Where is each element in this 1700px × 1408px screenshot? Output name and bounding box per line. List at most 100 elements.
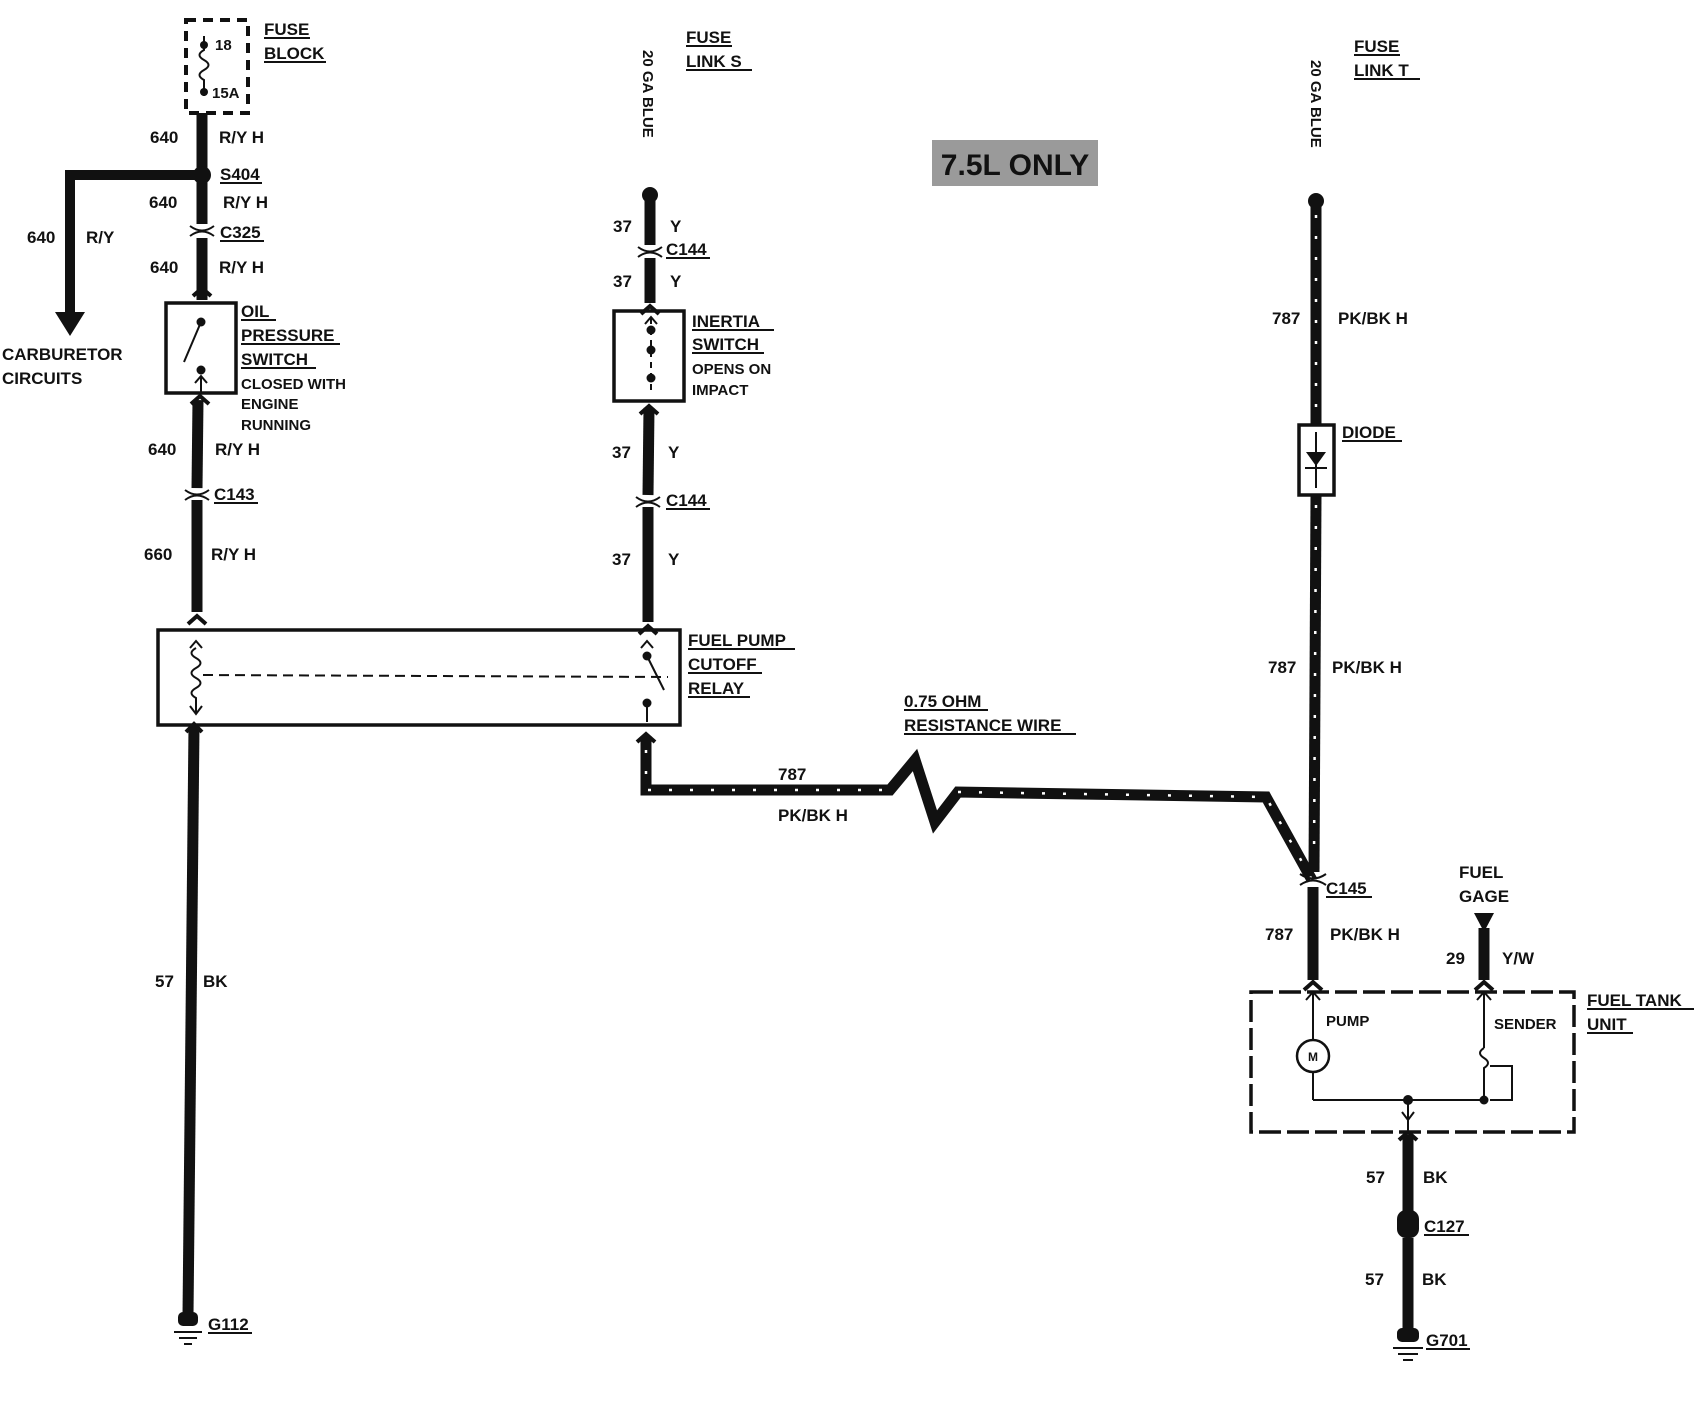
- engine-badge: 7.5L ONLY: [932, 140, 1098, 186]
- wire-57-r2-color: BK: [1422, 1270, 1447, 1289]
- fuse-link-s-gauge: 20 GA BLUE: [639, 50, 656, 138]
- wire-640-d-color: R/Y H: [215, 440, 260, 459]
- wire-37-c-color: Y: [668, 443, 680, 462]
- svg-text:C144: C144: [666, 240, 707, 259]
- svg-text:C145: C145: [1326, 879, 1367, 898]
- arrow-down-icon: [55, 312, 85, 336]
- svg-text:UNIT: UNIT: [1587, 1015, 1627, 1034]
- wire-37-c-circuit: 37: [612, 443, 631, 462]
- svg-text:FUEL PUMP: FUEL PUMP: [688, 631, 786, 650]
- svg-text:C143: C143: [214, 485, 255, 504]
- svg-text:OPENS ON: OPENS ON: [692, 361, 771, 378]
- svg-text:PRESSURE: PRESSURE: [241, 326, 335, 345]
- svg-text:C144: C144: [666, 491, 707, 510]
- svg-text:LINK S: LINK S: [686, 52, 742, 71]
- connector-c144-top: C144: [637, 240, 710, 259]
- wire-57-left: [182, 725, 200, 1316]
- wire-57-r1-circuit: 57: [1366, 1168, 1385, 1187]
- fuse-link-t: FUSE LINK T 20 GA BLUE: [1307, 37, 1420, 148]
- svg-text:M: M: [1308, 1050, 1318, 1064]
- wire-57-left-color: BK: [203, 972, 228, 991]
- fuse-link-t-gauge: 20 GA BLUE: [1307, 60, 1324, 148]
- svg-text:SENDER: SENDER: [1494, 1016, 1557, 1033]
- svg-text:G112: G112: [208, 1315, 249, 1334]
- wire-660-circuit: 660: [144, 545, 172, 564]
- svg-text:RUNNING: RUNNING: [241, 417, 311, 434]
- wire-640-carb-branch: [65, 170, 202, 322]
- svg-text:SWITCH: SWITCH: [241, 350, 308, 369]
- fuel-gage: FUEL GAGE: [1459, 863, 1509, 992]
- svg-text:RELAY: RELAY: [688, 679, 745, 698]
- fuse-number: 18: [215, 37, 232, 54]
- svg-text:RESISTANCE WIRE: RESISTANCE WIRE: [904, 716, 1061, 735]
- fuel-tank-unit: M PUMP SENDER FUEL TANK UNIT: [1249, 990, 1694, 1134]
- svg-text:CARBURETOR: CARBURETOR: [2, 345, 123, 364]
- fuse-block-title-1: FUSE: [264, 20, 309, 39]
- fuse-block: 18 15A FUSE BLOCK: [184, 18, 326, 115]
- wire-787-c-color: PK/BK H: [1332, 658, 1402, 677]
- svg-text:CLOSED WITH: CLOSED WITH: [241, 376, 346, 393]
- svg-text:CUTOFF: CUTOFF: [688, 655, 757, 674]
- svg-text:C127: C127: [1424, 1217, 1465, 1236]
- fuse-link-s: FUSE LINK S 20 GA BLUE: [639, 28, 752, 138]
- svg-text:G701: G701: [1426, 1331, 1468, 1350]
- wire-787-b-color: PK/BK H: [1338, 309, 1408, 328]
- wire-57-left-circuit: 57: [155, 972, 174, 991]
- svg-text:7.5L ONLY: 7.5L ONLY: [941, 149, 1089, 182]
- wire-57-r2-circuit: 57: [1365, 1270, 1384, 1289]
- wire-37-b-color: Y: [670, 272, 682, 291]
- fuel-pump-cutoff-relay: FUEL PUMP CUTOFF RELAY: [156, 628, 795, 727]
- wire-640-a-circuit: 640: [150, 128, 178, 147]
- svg-text:SWITCH: SWITCH: [692, 335, 759, 354]
- wire-29-color: Y/W: [1502, 949, 1535, 968]
- splice-s404-label: S404: [220, 165, 260, 184]
- connector-c144-bottom: C144: [635, 491, 710, 510]
- wire-37-b-circuit: 37: [613, 272, 632, 291]
- svg-text:LINK T: LINK T: [1354, 61, 1409, 80]
- wire-640-b-color: R/Y H: [223, 193, 268, 212]
- fuse-rating: 15A: [212, 85, 240, 102]
- connector-c127: C127: [1397, 1210, 1469, 1238]
- wire-640-c-circuit: 640: [150, 258, 178, 277]
- wire-640-d-circuit: 640: [148, 440, 176, 459]
- svg-text:FUSE: FUSE: [1354, 37, 1399, 56]
- svg-text:ENGINE: ENGINE: [241, 396, 299, 413]
- wire-37-d-color: Y: [668, 550, 680, 569]
- wire-37-d-circuit: 37: [612, 550, 631, 569]
- wire-640-carb-circuit: 640: [27, 228, 55, 247]
- wire-29-circuit: 29: [1446, 949, 1465, 968]
- svg-text:IMPACT: IMPACT: [692, 382, 748, 399]
- svg-text:C325: C325: [220, 223, 261, 242]
- wire-37-a-color: Y: [670, 217, 682, 236]
- wire-787-a-circuit: 787: [778, 765, 806, 784]
- ground-g701: G701: [1393, 1328, 1470, 1361]
- wire-787-d-color: PK/BK H: [1330, 925, 1400, 944]
- wire-37-a-circuit: 37: [613, 217, 632, 236]
- svg-text:0.75 OHM: 0.75 OHM: [904, 692, 981, 711]
- inertia-switch: INERTIA SWITCH OPENS ON IMPACT: [612, 309, 774, 403]
- svg-text:CIRCUITS: CIRCUITS: [2, 369, 82, 388]
- wire-787-a-color: PK/BK H: [778, 806, 848, 825]
- oil-pressure-switch: OIL PRESSURE SWITCH CLOSED WITH ENGINE R…: [164, 301, 346, 434]
- svg-text:PUMP: PUMP: [1326, 1013, 1369, 1030]
- carburetor-circuits-label: CARBURETOR CIRCUITS: [2, 345, 123, 388]
- wire-787-b-circuit: 787: [1272, 309, 1300, 328]
- connector-c143: C143: [184, 485, 258, 504]
- wire-640-c-color: R/Y H: [219, 258, 264, 277]
- connector-c145: C145: [1299, 873, 1372, 898]
- wire-787-resistance: [640, 736, 1317, 883]
- connector-c325: C325: [189, 223, 264, 242]
- wire-787-d-circuit: 787: [1265, 925, 1293, 944]
- fuse-block-title-2: BLOCK: [264, 44, 325, 63]
- svg-text:FUEL: FUEL: [1459, 863, 1503, 882]
- svg-text:INERTIA: INERTIA: [692, 312, 760, 331]
- oil-switch-title-1: OIL: [241, 302, 269, 321]
- wire-787-c-circuit: 787: [1268, 658, 1296, 677]
- svg-text:FUEL TANK: FUEL TANK: [1587, 991, 1682, 1010]
- svg-text:DIODE: DIODE: [1342, 423, 1396, 442]
- wire-640-b-circuit: 640: [149, 193, 177, 212]
- wire-57-r1-color: BK: [1423, 1168, 1448, 1187]
- svg-text:GAGE: GAGE: [1459, 887, 1509, 906]
- diode: DIODE: [1297, 423, 1402, 497]
